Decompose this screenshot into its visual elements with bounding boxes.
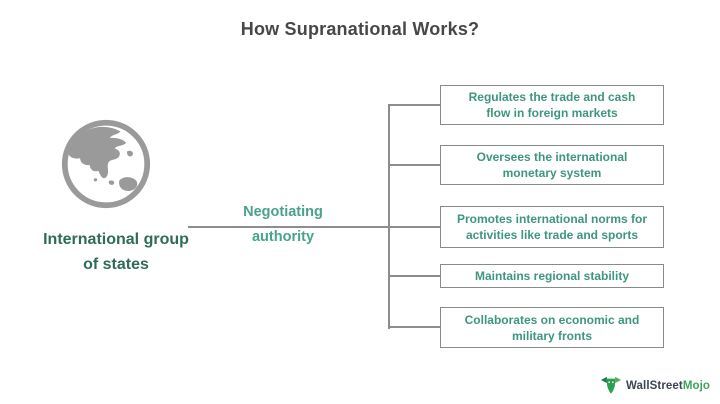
function-box-line: Collaborates on economic and xyxy=(464,312,640,327)
connector-main-line xyxy=(188,226,440,228)
source-entity-label: International group of states xyxy=(43,231,189,273)
brand-name: WallStreetMojo xyxy=(626,380,710,392)
connector-branch-line xyxy=(390,164,440,166)
globe-asia-icon xyxy=(60,118,152,210)
function-box-line: Maintains regional stability xyxy=(474,269,630,283)
bull-logo-icon xyxy=(600,374,622,399)
connector-branch-line xyxy=(390,326,440,328)
function-box-line: flow in foreign markets xyxy=(486,106,618,120)
connector-label-line1: Negotiating xyxy=(243,204,323,220)
brand-name-part2: Mojo xyxy=(682,380,711,392)
connector-vertical-line xyxy=(388,104,390,329)
function-box-line: Promotes international norms for xyxy=(456,212,648,226)
function-box-line: Regulates the trade and cash xyxy=(468,90,636,104)
brand-logo: WallStreetMojo xyxy=(600,375,710,397)
connector-branch-line xyxy=(390,275,440,277)
diagram-title: How Supranational Works? xyxy=(240,19,480,39)
function-box: Maintains regional stability xyxy=(440,264,664,288)
function-box-line: monetary system xyxy=(502,166,602,180)
brand-name-part1: WallStreet xyxy=(626,380,683,392)
connector-branch-line xyxy=(390,104,440,106)
connector-label-line2: authority xyxy=(251,229,315,245)
function-box-line: activities like trade and sports xyxy=(465,228,639,242)
function-box: Oversees the international monetary syste… xyxy=(440,145,664,185)
function-box-line: Oversees the international xyxy=(476,150,628,164)
function-box: Regulates the trade and cash flow in fore… xyxy=(440,85,664,125)
function-box: Promotes international norms for activiti… xyxy=(440,206,664,248)
function-box-line: military fronts xyxy=(511,328,592,343)
